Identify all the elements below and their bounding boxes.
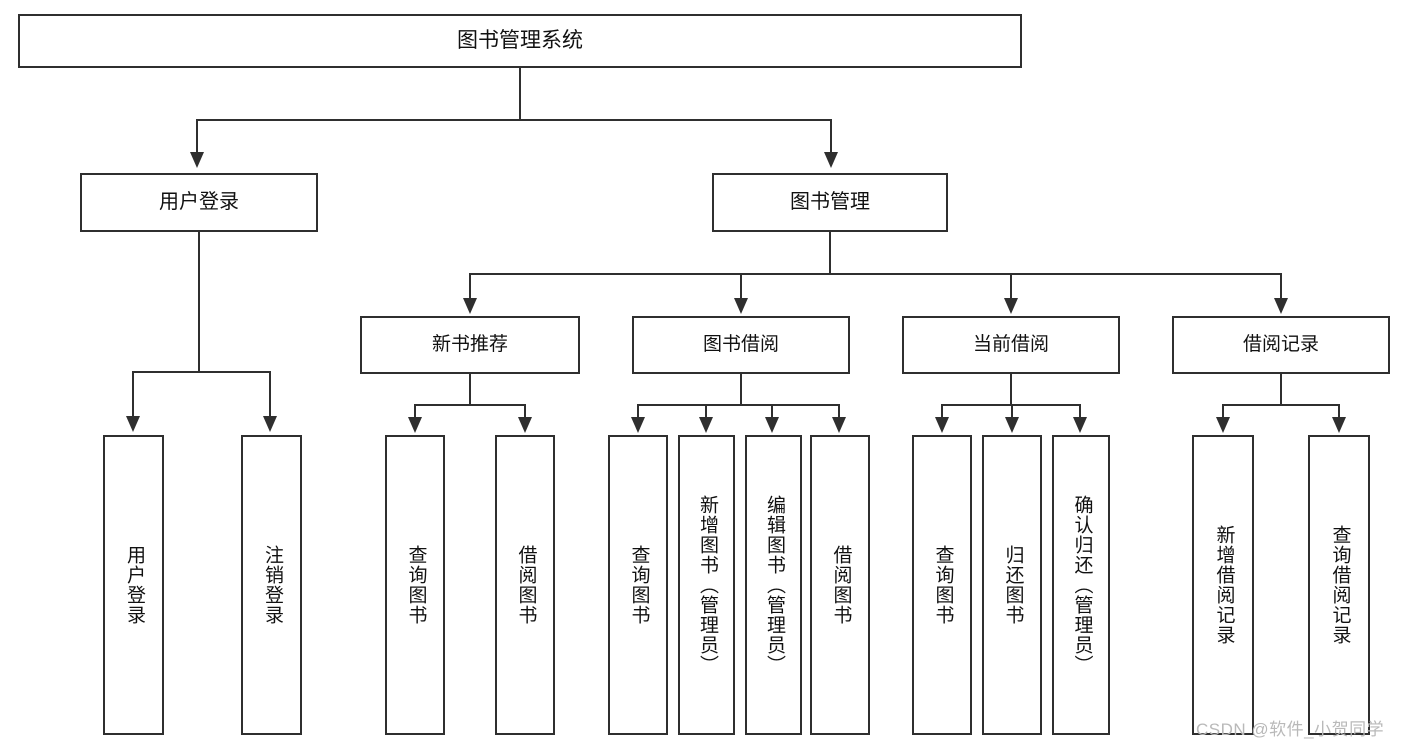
connector-user-login-bar (132, 371, 270, 373)
arrowhead-user-login-leaf-1 (263, 416, 277, 432)
connector-root-to-user-login (196, 119, 198, 155)
leaf-user-login-logout[interactable]: 注销登录 (241, 435, 302, 735)
connector-book-mgmt-stem (829, 232, 831, 274)
leaf-new-book-query[interactable]: 查询图书 (385, 435, 445, 735)
connector-to-book-borrow (740, 273, 742, 301)
node-label: 图书管理 (790, 191, 870, 214)
leaf-book-borrow-edit[interactable]: 编辑图书（管理员） (745, 435, 802, 735)
node-label: 确认归还（管理员） (1071, 495, 1093, 675)
leaf-current-borrow-query[interactable]: 查询图书 (912, 435, 972, 735)
node-current-borrow[interactable]: 当前借阅 (902, 316, 1120, 374)
arrowhead-book-borrow-leaf-2 (765, 417, 779, 433)
leaf-user-login-login[interactable]: 用户登录 (103, 435, 164, 735)
arrowhead-book-borrow-leaf-3 (832, 417, 846, 433)
arrowhead-current-borrow-leaf-1 (1005, 417, 1019, 433)
node-label: 借阅图书 (515, 545, 537, 625)
leaf-book-borrow-query[interactable]: 查询图书 (608, 435, 668, 735)
node-label: 查询图书 (628, 545, 650, 625)
node-book-management[interactable]: 图书管理 (712, 173, 948, 232)
connector-user-login-stem (198, 232, 200, 372)
arrowhead-book-borrow-leaf-0 (631, 417, 645, 433)
node-label: 查询图书 (405, 545, 427, 625)
node-label: 当前借阅 (972, 334, 1049, 356)
connector-borrow-record-stem (1280, 374, 1282, 406)
connector-root-stem (519, 68, 521, 120)
leaf-book-borrow-add[interactable]: 新增图书（管理员） (678, 435, 735, 735)
node-label: 查询借阅记录 (1329, 525, 1351, 645)
leaf-borrow-record-add[interactable]: 新增借阅记录 (1192, 435, 1254, 735)
connector-book-borrow-drop-3 (838, 404, 840, 420)
connector-to-current-borrow (1010, 273, 1012, 301)
arrowhead-new-book-leaf-0 (408, 417, 422, 433)
arrowhead-book-borrow-leaf-1 (699, 417, 713, 433)
connector-to-borrow-record (1280, 273, 1282, 301)
node-new-book-recommend[interactable]: 新书推荐 (360, 316, 580, 374)
connector-root-to-book-mgmt (830, 119, 832, 155)
node-user-login[interactable]: 用户登录 (80, 173, 318, 232)
connector-new-book-drop-0 (414, 404, 416, 420)
arrowhead-borrow-record-leaf-0 (1216, 417, 1230, 433)
node-label: 新增图书（管理员） (696, 495, 718, 675)
node-label: 查询图书 (932, 545, 954, 625)
arrowhead-user-login-leaf-0 (126, 416, 140, 432)
node-label: 用户登录 (123, 545, 145, 625)
connector-new-book-bar (414, 404, 526, 406)
connector-borrow-record-bar (1222, 404, 1340, 406)
connector-to-new-book (469, 273, 471, 301)
arrowhead-current-borrow-leaf-0 (935, 417, 949, 433)
node-label: 编辑图书（管理员） (763, 495, 785, 675)
arrowhead-new-book-leaf-1 (518, 417, 532, 433)
node-label: 注销登录 (261, 545, 283, 625)
connector-current-borrow-stem (1010, 374, 1012, 406)
arrowhead-book-mgmt (824, 152, 838, 168)
connector-book-borrow-drop-1 (705, 404, 707, 420)
node-label: 借阅记录 (1242, 334, 1319, 356)
connector-new-book-stem (469, 374, 471, 406)
node-label: 归还图书 (1002, 545, 1024, 625)
connector-book-borrow-drop-2 (771, 404, 773, 420)
node-label: 新增借阅记录 (1213, 525, 1235, 645)
connector-book-borrow-bar (637, 404, 840, 406)
node-label: 借阅图书 (830, 545, 852, 625)
node-label: 图书管理系统 (457, 29, 583, 53)
connector-user-login-right-drop (269, 371, 271, 419)
node-book-borrow[interactable]: 图书借阅 (632, 316, 850, 374)
arrowhead-current-borrow-leaf-2 (1073, 417, 1087, 433)
leaf-current-borrow-confirm[interactable]: 确认归还（管理员） (1052, 435, 1110, 735)
arrowhead-book-borrow (734, 298, 748, 314)
connector-current-borrow-drop-0 (941, 404, 943, 420)
arrowhead-user-login (190, 152, 204, 168)
node-root-system[interactable]: 图书管理系统 (18, 14, 1022, 68)
node-label: 图书借阅 (702, 334, 779, 356)
connector-current-borrow-drop-2 (1079, 404, 1081, 420)
node-borrow-record[interactable]: 借阅记录 (1172, 316, 1390, 374)
arrowhead-borrow-record (1274, 298, 1288, 314)
connector-book-borrow-stem (740, 374, 742, 406)
connector-book-mgmt-bar (469, 273, 1281, 275)
arrowhead-new-book (463, 298, 477, 314)
leaf-borrow-record-query[interactable]: 查询借阅记录 (1308, 435, 1370, 735)
connector-new-book-drop-1 (524, 404, 526, 420)
connector-current-borrow-drop-1 (1011, 404, 1013, 420)
arrowhead-current-borrow (1004, 298, 1018, 314)
connector-borrow-record-drop-0 (1222, 404, 1224, 420)
leaf-new-book-borrow[interactable]: 借阅图书 (495, 435, 555, 735)
node-label: 新书推荐 (431, 334, 508, 356)
leaf-book-borrow-borrow[interactable]: 借阅图书 (810, 435, 870, 735)
node-label: 用户登录 (159, 191, 239, 214)
connector-book-borrow-drop-0 (637, 404, 639, 420)
connector-borrow-record-drop-1 (1338, 404, 1340, 420)
connector-user-login-left-drop (132, 371, 134, 419)
leaf-current-borrow-return[interactable]: 归还图书 (982, 435, 1042, 735)
connector-root-bar (196, 119, 832, 121)
arrowhead-borrow-record-leaf-1 (1332, 417, 1346, 433)
